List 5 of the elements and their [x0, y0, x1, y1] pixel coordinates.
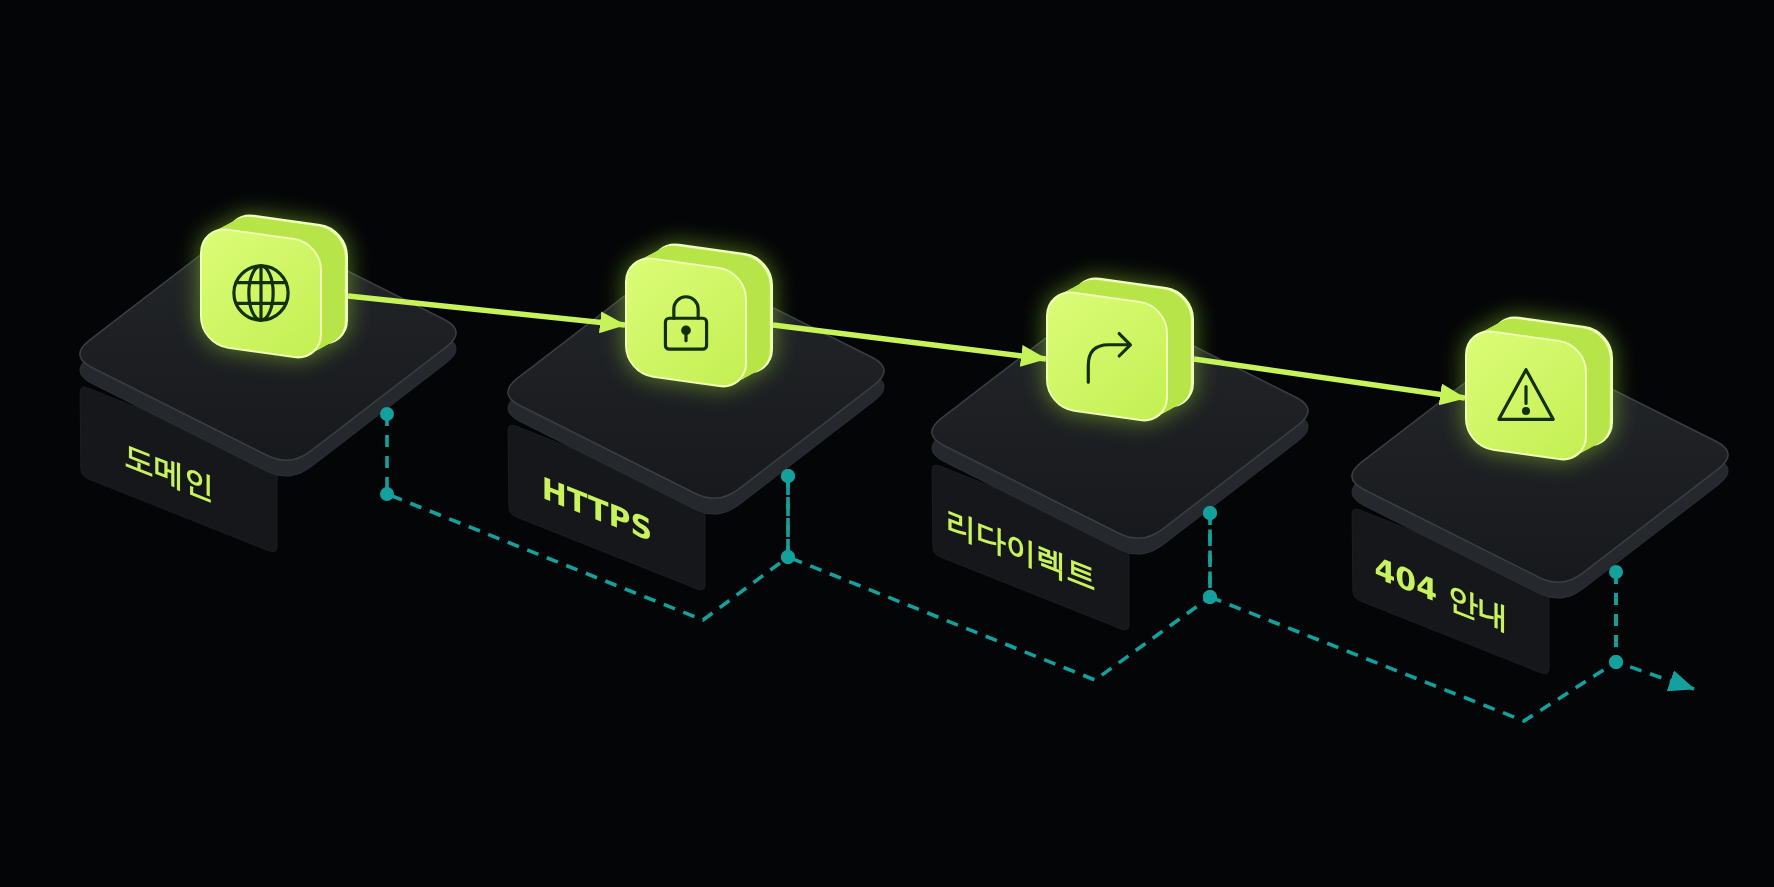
stage-label: 404 안내	[1374, 550, 1508, 638]
arrow	[1193, 356, 1466, 406]
arrow	[347, 293, 626, 334]
dashed-connector	[1203, 506, 1623, 723]
arrow	[772, 322, 1047, 367]
